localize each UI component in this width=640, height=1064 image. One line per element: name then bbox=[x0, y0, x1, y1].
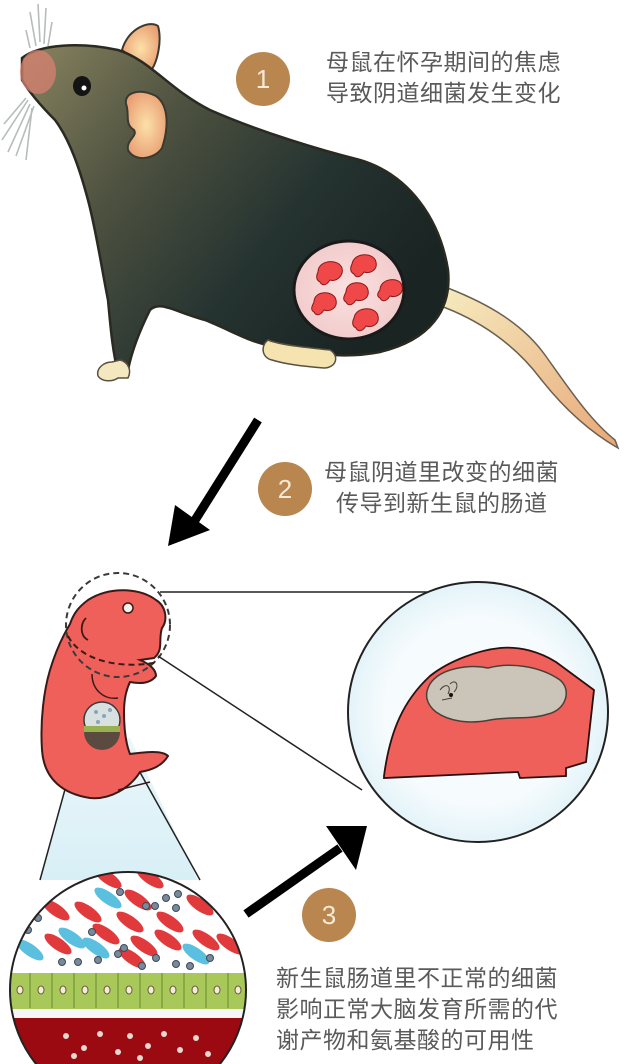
gut-inset-illustration bbox=[9, 871, 247, 1064]
newborn-pup-illustration bbox=[39, 572, 470, 881]
step-1-caption: 母鼠在怀孕期间的焦虑 导致阴道细菌发生变化 bbox=[326, 48, 561, 110]
pup-body bbox=[40, 589, 170, 800]
bacteria-red bbox=[42, 872, 244, 969]
step-2-number: 2 bbox=[277, 473, 293, 504]
blood-vessel bbox=[10, 1018, 246, 1064]
pup-gut-spot bbox=[83, 701, 121, 750]
step-3-badge: 3 bbox=[302, 888, 356, 942]
bacteria-blue bbox=[16, 887, 210, 965]
pup-head-highlight bbox=[65, 572, 171, 678]
mouse-eye bbox=[73, 76, 91, 96]
whiskers bbox=[1, 3, 53, 161]
womb-embryos bbox=[292, 239, 406, 341]
mother-mouse-illustration bbox=[1, 3, 620, 450]
brain-shape bbox=[425, 664, 567, 723]
step-3-line-2: 影响正常大脑发育所需的代 bbox=[276, 997, 558, 1023]
step-2-line-2: 传导到新生鼠的肠道 bbox=[336, 491, 548, 517]
mouse-back-ear bbox=[120, 23, 161, 74]
step-3-line-1: 新生鼠肠道里不正常的细菌 bbox=[276, 966, 558, 992]
step-1-line-1: 母鼠在怀孕期间的焦虑 bbox=[326, 50, 561, 76]
step-2-caption: 母鼠阴道里改变的细菌 传导到新生鼠的肠道 bbox=[324, 458, 559, 520]
step-2-line-1: 母鼠阴道里改变的细菌 bbox=[324, 460, 559, 486]
arrow-up-right-icon bbox=[243, 826, 367, 918]
pup-eye bbox=[122, 602, 134, 614]
step-1-line-2: 导致阴道细菌发生变化 bbox=[326, 81, 561, 107]
brain-inset-illustration bbox=[347, 581, 609, 843]
step-3-number: 3 bbox=[321, 899, 337, 930]
step-2-badge: 2 bbox=[258, 462, 312, 516]
mouse-hind-paw bbox=[262, 339, 337, 369]
arrow-down-left-icon bbox=[168, 417, 262, 546]
mouse-front-paw bbox=[96, 359, 131, 382]
mouse-tail bbox=[437, 283, 620, 450]
step-3-line-3: 谢产物和氨基酸的可用性 bbox=[276, 1028, 535, 1054]
step-1-badge: 1 bbox=[236, 52, 290, 106]
step-3-caption: 新生鼠肠道里不正常的细菌 影响正常大脑发育所需的代 谢产物和氨基酸的可用性 bbox=[276, 964, 558, 1057]
step-1-number: 1 bbox=[255, 63, 271, 94]
mouse-nose bbox=[20, 50, 56, 94]
mouse-front-ear bbox=[124, 90, 168, 159]
